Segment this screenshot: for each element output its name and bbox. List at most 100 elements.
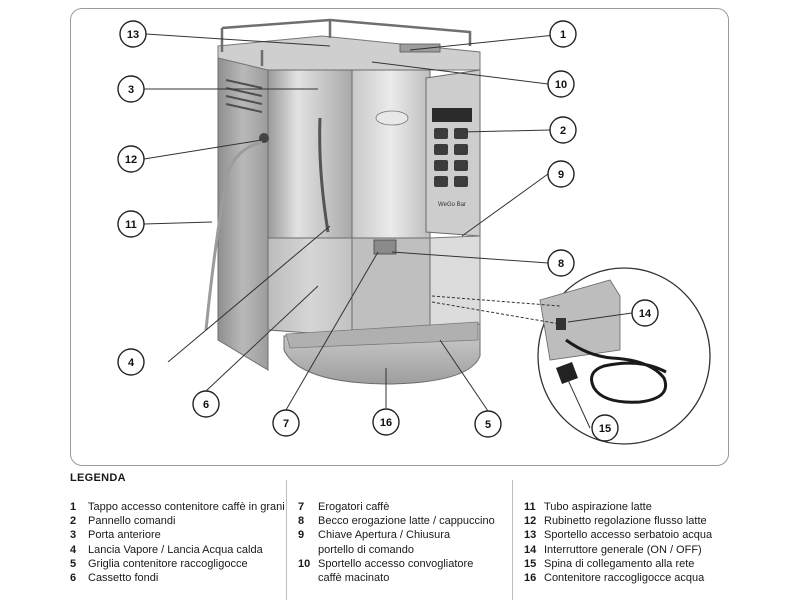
legend-item: 12 Rubinetto regolazione flusso latte	[524, 514, 712, 528]
legend-number: 14	[524, 543, 537, 556]
legend-number: 11	[524, 501, 536, 513]
milk-suction-tube	[204, 140, 263, 331]
cup-rail	[220, 18, 472, 66]
legend-item: 14 Interruttore generale (ON / OFF)	[524, 543, 712, 557]
legend-number: 16	[524, 572, 537, 585]
callout-number: 4	[128, 357, 135, 369]
panel-button	[454, 176, 468, 187]
legend-number: 4	[70, 543, 77, 556]
legend-text: caffè macinato	[318, 572, 390, 585]
callout-number: 3	[128, 84, 134, 96]
callout-1: 1	[549, 20, 577, 48]
legend-number	[298, 571, 318, 585]
brand-badge	[375, 110, 409, 126]
machine: WeGo Bar	[204, 18, 481, 385]
callout-number: 13	[127, 29, 139, 41]
legend-number: 10	[298, 557, 311, 570]
legend-item: 8 Becco erogazione latte / cappuccino	[298, 514, 495, 528]
legend-text: Lancia Vapore / Lancia Acqua calda	[88, 543, 263, 556]
legend-title: LEGENDA	[70, 472, 126, 484]
legend-item: 2 Pannello comandi	[70, 514, 285, 528]
diagram-frame	[70, 8, 729, 466]
panel-button	[454, 128, 468, 139]
callout-6: 6	[192, 390, 220, 418]
legend-number: 5	[70, 557, 77, 570]
legend-item: 5 Griglia contenitore raccogligocce	[70, 557, 285, 571]
legend-text: Griglia contenitore raccogligocce	[88, 557, 248, 570]
legend-text: Becco erogazione latte / cappuccino	[318, 515, 495, 528]
legend-text: Sportello accesso serbatoio acqua	[544, 529, 713, 542]
callout-4: 4	[117, 348, 145, 376]
legend-number: 9	[298, 529, 305, 542]
machine-side-panel	[217, 57, 269, 371]
panel-button	[454, 144, 468, 155]
callout-number: 2	[560, 125, 566, 137]
panel-button	[434, 160, 448, 171]
control-panel-display	[432, 108, 472, 122]
panel-button	[454, 160, 468, 171]
legend-number: 7	[298, 501, 305, 513]
callout-number: 11	[125, 219, 137, 231]
control-panel-brand: WeGo Bar	[438, 202, 466, 208]
legend-item: 7 Erogatori caffè	[298, 500, 495, 514]
coffee-machine-diagram: WeGo Bar	[117, 18, 711, 445]
legend-text: Tubo aspirazione latte	[544, 501, 652, 513]
legend-number: 15	[524, 557, 537, 570]
zoom-guide	[431, 295, 561, 307]
panel-button	[434, 144, 448, 155]
power-cable	[565, 338, 667, 404]
callout-15: 15	[591, 414, 619, 442]
legend-item: 4 Lancia Vapore / Lancia Acqua calda	[70, 543, 285, 557]
callout-10: 10	[547, 70, 575, 98]
callout-number: 14	[639, 308, 652, 320]
legend-text: Rubinetto regolazione flusso latte	[544, 515, 707, 528]
legend-item: 13 Sportello accesso serbatoio acqua	[524, 528, 712, 542]
panel-button	[434, 176, 448, 187]
callout-8: 8	[547, 249, 575, 277]
callout-2: 2	[549, 116, 577, 144]
callout-number: 16	[380, 417, 392, 429]
callout-12: 12	[117, 145, 145, 173]
mains-plug	[556, 362, 578, 384]
water-tank-door	[429, 235, 481, 331]
legend-text: portello di comando	[318, 543, 415, 556]
legend-number: 8	[298, 515, 305, 528]
callout-number: 6	[203, 399, 209, 411]
callout-number: 1	[560, 29, 566, 41]
callout-number: 9	[558, 169, 564, 181]
callout-16: 16	[372, 408, 400, 436]
legend-text: Interruttore generale (ON / OFF)	[544, 543, 702, 556]
callout-number: 8	[558, 258, 564, 270]
legend-number: 13	[524, 529, 537, 542]
legend-item: caffè macinato	[298, 571, 495, 585]
leader-lines	[143, 33, 633, 429]
legend-number: 2	[70, 515, 77, 528]
legend-item: 11 Tubo aspirazione latte	[524, 500, 712, 514]
control-panel-buttons	[434, 128, 468, 187]
legend-divider	[512, 480, 513, 600]
legend-item: 15 Spina di collegamento alla rete	[524, 557, 712, 571]
callout-number: 7	[283, 418, 289, 430]
legend-number: 12	[524, 515, 537, 528]
legend-text: Tappo accesso contenitore caffè in grani	[88, 501, 285, 513]
legend-text: Contenitore raccogligocce acqua	[544, 572, 705, 585]
legend-item: 16 Contenitore raccogligocce acqua	[524, 571, 712, 585]
callout-14: 14	[631, 299, 659, 327]
coffee-dispensers	[373, 239, 397, 255]
legend-column-2: 7 Erogatori caffè 8 Becco erogazione latte…	[298, 500, 495, 585]
legend-text: Pannello comandi	[88, 515, 176, 528]
callout-5: 5	[474, 410, 502, 438]
zoom-guide	[431, 301, 561, 325]
legend-text: Spina di collegamento alla rete	[544, 557, 695, 570]
bean-hopper-cap	[399, 43, 441, 53]
legend-text: Erogatori caffè	[318, 501, 390, 513]
callout-13: 13	[119, 20, 147, 48]
legend-number: 3	[70, 529, 77, 542]
drip-tray-grille	[285, 321, 479, 349]
callout-7: 7	[272, 409, 300, 437]
